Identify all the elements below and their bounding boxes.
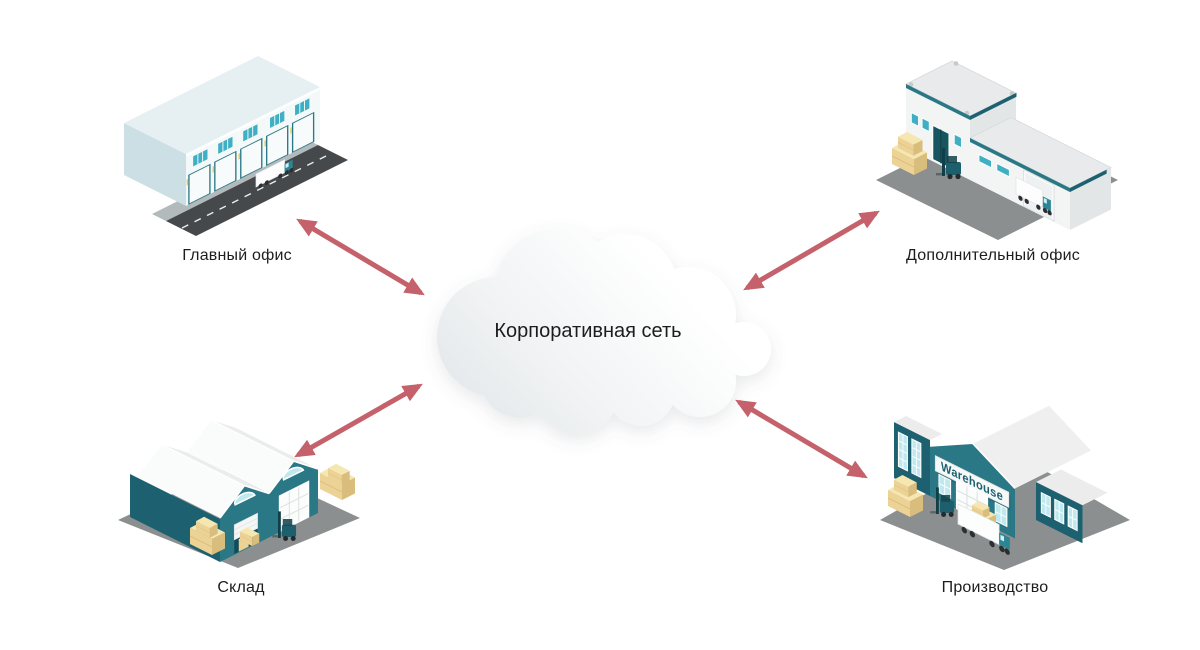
branch-office-building-illustration xyxy=(876,60,1118,240)
production-building-illustration: Warehouse xyxy=(880,404,1130,570)
arch-window xyxy=(282,466,305,481)
label-production: Производство xyxy=(941,579,1049,596)
cloud-shape xyxy=(437,228,771,434)
arch-window xyxy=(233,491,256,506)
label-main-office: Главный офис xyxy=(182,247,292,264)
truck-icon xyxy=(1015,176,1052,216)
dock-doors xyxy=(189,113,313,204)
arrow-main-office-cloud xyxy=(296,218,425,296)
arrow-production-cloud xyxy=(735,399,868,479)
label-warehouse: Склад xyxy=(217,579,265,596)
label-branch-office: Дополнительный офис xyxy=(906,247,1080,264)
arrow-branch-office-cloud xyxy=(743,210,880,291)
warehouse-building-illustration xyxy=(118,419,360,568)
main-office-building-illustration xyxy=(124,56,348,236)
dock-lights xyxy=(186,127,292,186)
office-windows xyxy=(193,98,310,167)
cloud-label: Корпоративная сеть xyxy=(494,320,682,342)
office-left-wall xyxy=(124,123,186,206)
arrow-warehouse-cloud xyxy=(294,383,423,458)
truck-icon xyxy=(957,503,1010,555)
truck-icon xyxy=(255,159,294,189)
office-roof xyxy=(124,56,320,154)
connection-arrows xyxy=(294,210,880,479)
